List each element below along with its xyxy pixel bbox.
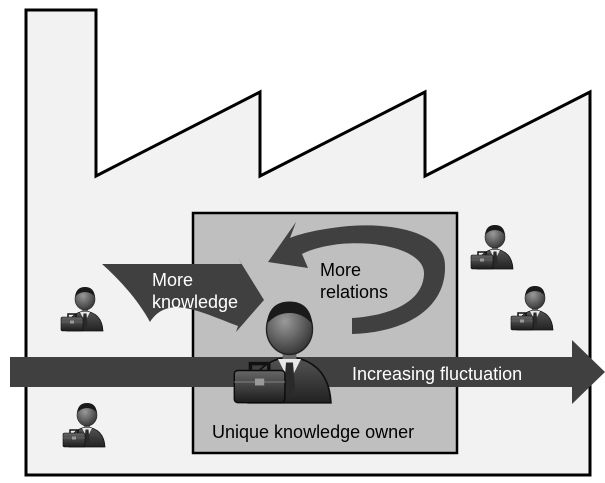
more-knowledge-label-1: More — [152, 270, 193, 290]
owner-label: Unique knowledge owner — [212, 422, 414, 442]
fluctuation-label: Increasing fluctuation — [352, 364, 522, 384]
relations-cycle-arrow — [268, 222, 446, 334]
more-relations-label-1: More — [320, 260, 361, 280]
more-relations-label-2: relations — [320, 282, 388, 302]
more-knowledge-label-2: knowledge — [152, 292, 238, 312]
knowledge-flow-arrow — [102, 258, 264, 332]
